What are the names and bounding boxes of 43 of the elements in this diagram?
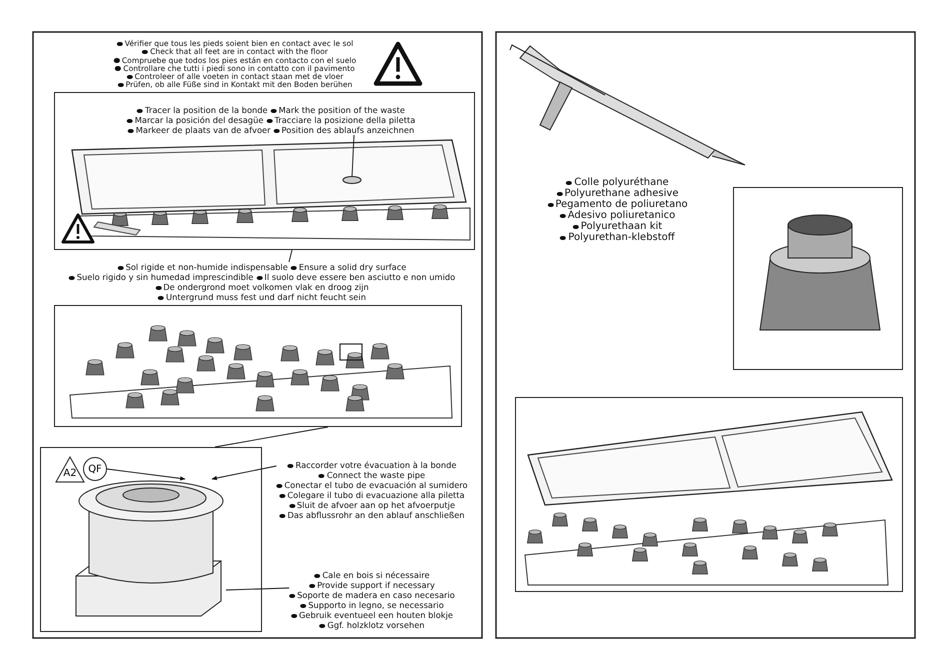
- waste-fitting-drawing: [74, 479, 226, 619]
- leader-line: [226, 588, 290, 590]
- leader-line: [352, 134, 354, 178]
- arrow: [106, 468, 186, 481]
- instruction-text: Sluit de afvoer aan op het afvoerputje: [296, 500, 456, 510]
- instruction-text: Raccorder votre évacuation à la bonde: [295, 460, 456, 470]
- instruction-text: Mark the position of the waste: [278, 105, 405, 115]
- drawing-panel: [733, 187, 903, 370]
- drawing-panel: [54, 92, 475, 250]
- arrow: [211, 466, 277, 480]
- instruction-text: Soporte de madera en caso necesario: [297, 590, 455, 600]
- instruction-text: Markeer de plaats van de afvoer: [136, 125, 271, 135]
- instruction-text: Supporto in legno, se necessario: [308, 600, 444, 610]
- instruction-text: Conectar el tubo de evacuación al sumidero: [284, 480, 468, 490]
- leader-line: [214, 426, 328, 448]
- instruction-text: Suelo rigido y sin humedad imprescindible: [76, 272, 254, 282]
- instruction-text: Cale en bois si nécessaire: [322, 570, 430, 580]
- instruction-text: Polyurethane adhesive: [564, 188, 678, 199]
- instruction-text: Ggf. holzklotz vorsehen: [327, 620, 425, 630]
- circle-symbol: QF: [83, 457, 107, 481]
- instruction-text: Connect the waste pipe: [326, 470, 426, 480]
- instruction-text: Position des ablaufs anzeichnen: [282, 125, 414, 135]
- instruction-text: Colle polyuréthane: [574, 177, 669, 188]
- leader-line: [288, 250, 292, 262]
- instruction-text: Untergrund muss fest und darf nicht feucht sein: [166, 292, 366, 302]
- instruction-text: Sol rigide et non-humide indispensable: [126, 262, 288, 272]
- drawing-panel: [54, 305, 462, 427]
- instruction-text: Adesivo poliuretanico: [568, 210, 676, 221]
- instruction-text: Colegare il tubo di evacuazione alla piletta: [287, 490, 465, 500]
- instruction-text: Pegamento de poliuretano: [555, 199, 688, 210]
- instruction-text: Das abflussrohr an den ablauf anschließen: [287, 510, 465, 520]
- triangle-symbol: A2: [55, 456, 85, 483]
- instruction-text: Gebruik eventueel een houten blokje: [298, 610, 454, 620]
- instruction-text: Marcar la posición del desagüe: [134, 115, 264, 125]
- instruction-text: Il suolo deve essere ben asciutto e non umido: [264, 272, 456, 282]
- instruction-text: Ensure a solid dry surface: [298, 262, 406, 272]
- instruction-text: De ondergrond moet volkomen vlak en droog zijn: [163, 282, 369, 292]
- instruction-text: Polyurethan-klebstoff: [568, 232, 675, 243]
- drawing-panel: [40, 447, 262, 632]
- instruction-text: Tracciare la posizione della piletta: [274, 115, 416, 125]
- instruction-text: Provide support if necessary: [317, 580, 435, 590]
- instruction-text: Polyurethaan kit: [580, 221, 662, 232]
- instruction-text: Tracer la position de la bonde: [145, 105, 268, 115]
